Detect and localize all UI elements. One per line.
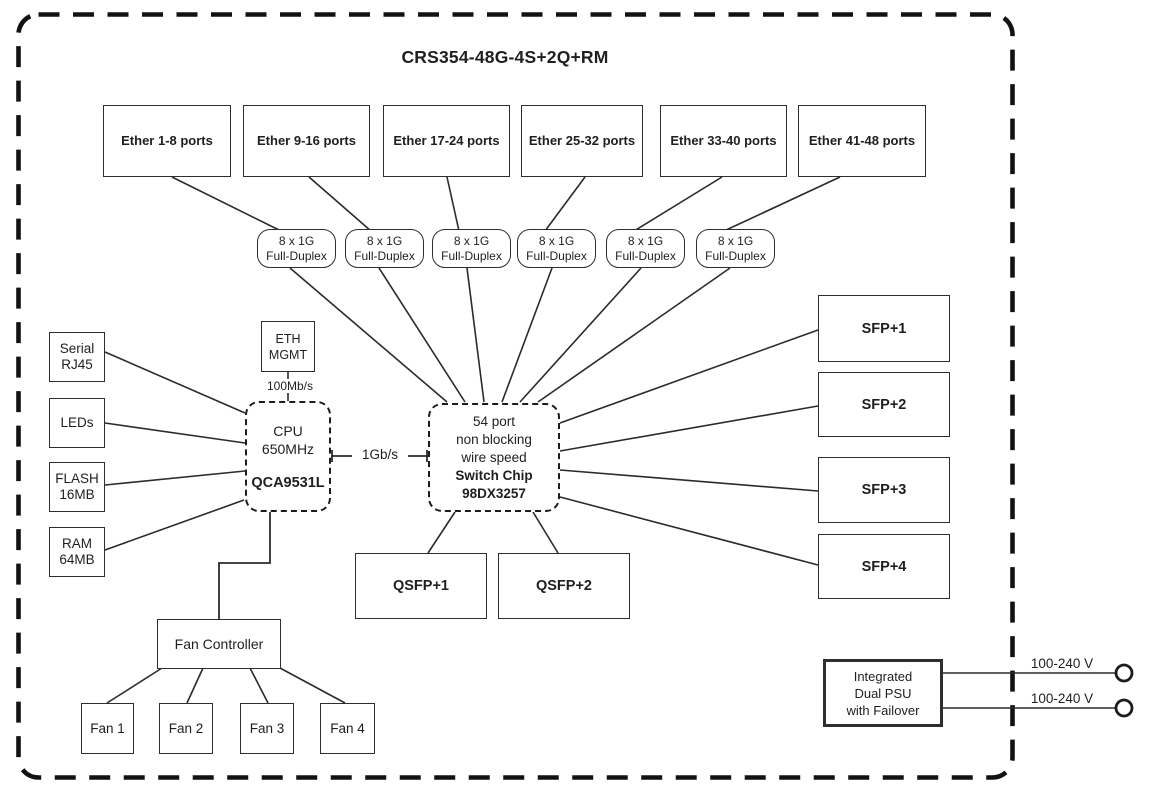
leds-box: LEDs [49, 398, 105, 448]
diagram-title: CRS354-48G-4S+2Q+RM [401, 47, 609, 67]
leds-label: LEDs [60, 415, 94, 430]
phy-duplex: Full-Duplex [354, 248, 415, 263]
switch-line2: non blocking [456, 431, 532, 447]
switch-to-qsfp-lines [427, 511, 559, 554]
peripheral-to-cpu-lines [104, 351, 246, 551]
flash-size: 16MB [59, 487, 95, 502]
phy-speed: 8 x 1G [538, 233, 575, 248]
switch-line3: wire speed [461, 449, 527, 465]
serial-label2: RJ45 [61, 357, 93, 372]
ether-group-label: Ether 17-24 ports [393, 133, 500, 148]
sfp1-box: SFP+1 [818, 295, 950, 362]
sfp2-label: SFP+2 [861, 396, 907, 413]
serial-label: Serial [59, 341, 95, 356]
psu-box: Integrated Dual PSU with Failover [823, 659, 943, 727]
ram-label: RAM [62, 536, 92, 551]
fan1-box: Fan 1 [81, 703, 134, 754]
ether-group-label: Ether 25-32 ports [528, 133, 636, 148]
switch-chip-model: 98DX3257 [462, 485, 526, 501]
fan-controller-box: Fan Controller [157, 619, 281, 669]
cpu-model: QCA9531L [251, 474, 325, 491]
phy-speed: 8 x 1G [278, 233, 315, 248]
phy-duplex: Full-Duplex [266, 248, 327, 263]
cpu-name: CPU [273, 422, 303, 439]
qsfp1-box: QSFP+1 [355, 553, 487, 619]
fan1-label: Fan 1 [90, 720, 125, 736]
fan4-label: Fan 4 [330, 720, 365, 736]
eth-mgmt-line2: MGMT [268, 347, 308, 362]
psu-line1: Integrated [853, 668, 913, 684]
outer-dashed-border [16, 12, 1015, 780]
phy-speed: 8 x 1G [453, 233, 490, 248]
fan2-label: Fan 2 [168, 720, 204, 736]
psu-input-lines [943, 672, 1116, 709]
sfp2-box: SFP+2 [818, 372, 950, 437]
fan3-box: Fan 3 [240, 703, 294, 754]
sfp4-box: SFP+4 [818, 534, 950, 599]
ether-group-9-16-box: Ether 9-16 ports [243, 105, 370, 177]
ether-group-label: Ether 41-48 ports [808, 133, 916, 148]
qsfp2-box: QSFP+2 [498, 553, 630, 619]
psu-input-connectors [1114, 663, 1134, 718]
cpu-switch-link-label: 1Gb/s [352, 448, 408, 462]
phy-duplex: Full-Duplex [526, 248, 587, 263]
qsfp2-label: QSFP+2 [535, 578, 592, 594]
switch-chip-label: Switch Chip [455, 467, 533, 483]
fan3-label: Fan 3 [249, 720, 285, 736]
ether-group-25-32-box: Ether 25-32 ports [521, 105, 643, 177]
fan4-box: Fan 4 [320, 703, 375, 754]
cpu-box: CPU 650MHz QCA9531L [245, 401, 331, 512]
ether-group-41-48-box: Ether 41-48 ports [798, 105, 926, 177]
ether-group-1-8-box: Ether 1-8 ports [103, 105, 231, 177]
phy-speed: 8 x 1G [717, 233, 754, 248]
switch-to-sfp-lines [559, 329, 819, 566]
ether-to-phy-lines [171, 176, 841, 232]
fan2-box: Fan 2 [159, 703, 213, 754]
eth-mgmt-speed-label: 100Mb/s [254, 379, 326, 393]
psu-line2: Dual PSU [854, 685, 912, 701]
ether-group-label: Ether 1-8 ports [121, 133, 213, 148]
cpu-clock: 650MHz [261, 440, 315, 457]
psu-input2-voltage-label: 100-240 V [1030, 691, 1094, 706]
fancontroller-to-fan-lines [106, 667, 346, 704]
fan-controller-label: Fan Controller [174, 636, 264, 652]
phy-speed: 8 x 1G [366, 233, 403, 248]
qsfp1-label: QSFP+1 [392, 578, 449, 594]
cpu-to-fancontroller-line [218, 512, 271, 619]
sfp4-label: SFP+4 [861, 558, 907, 575]
ether-group-label: Ether 33-40 ports [670, 133, 777, 148]
eth-mgmt-line1: ETH [275, 331, 301, 346]
ether-group-33-40-box: Ether 33-40 ports [660, 105, 787, 177]
ether-group-label: Ether 9-16 ports [257, 133, 356, 148]
psu-input1-voltage-label: 100-240 V [1030, 656, 1094, 671]
psu-line3: with Failover [846, 702, 920, 718]
sfp3-box: SFP+3 [818, 457, 950, 523]
phy-speed: 8 x 1G [627, 233, 664, 248]
flash-label: FLASH [55, 471, 99, 486]
phy-to-switch-lines [289, 267, 731, 403]
switch-line1: 54 port [472, 413, 516, 429]
sfp1-label: SFP+1 [861, 320, 907, 337]
phy-duplex: Full-Duplex [705, 248, 766, 263]
phy-duplex: Full-Duplex [441, 248, 502, 263]
switch-chip-box: 54 port non blocking wire speed Switch C… [428, 403, 560, 512]
phy-duplex: Full-Duplex [615, 248, 676, 263]
ram-size: 64MB [59, 552, 95, 567]
ether-group-17-24-box: Ether 17-24 ports [383, 105, 510, 177]
sfp3-label: SFP+3 [861, 482, 907, 498]
